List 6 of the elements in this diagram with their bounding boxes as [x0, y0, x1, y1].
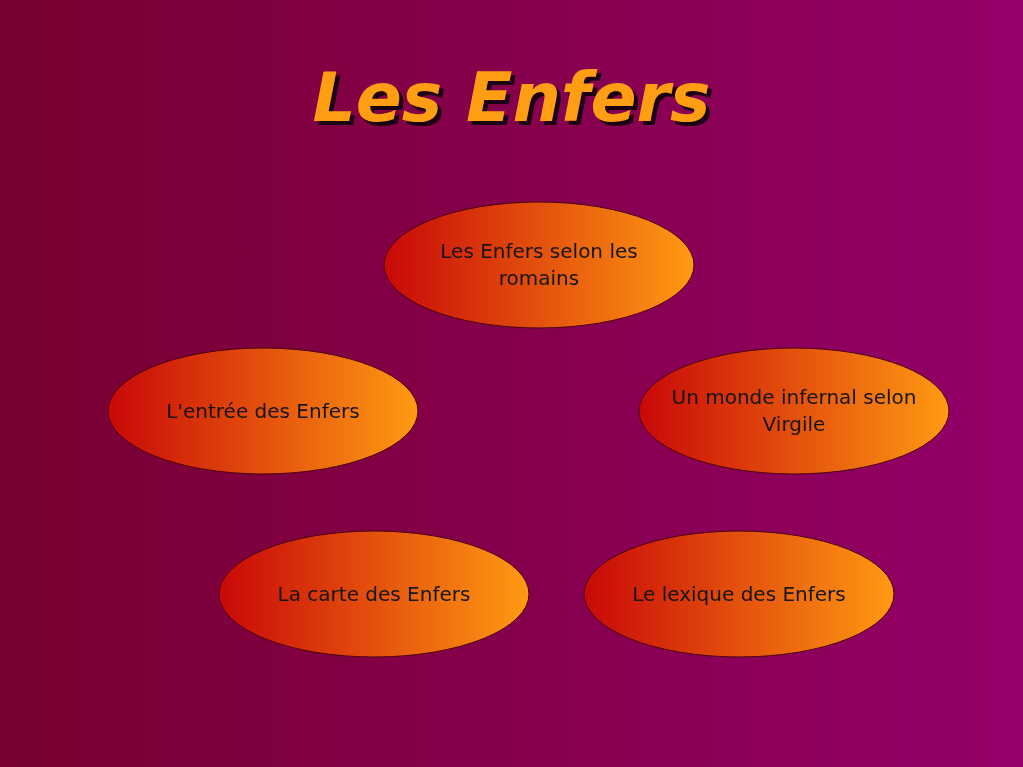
node-text: Un monde infernal selon Virgile [670, 384, 918, 438]
title: Les Enfers [311, 58, 712, 137]
node-text: L'entrée des Enfers [166, 397, 360, 425]
node-text: La carte des Enfers [277, 580, 471, 608]
node-text: Les Enfers selon les romains [439, 238, 639, 292]
node-text: Le lexique des Enfers [632, 580, 846, 608]
